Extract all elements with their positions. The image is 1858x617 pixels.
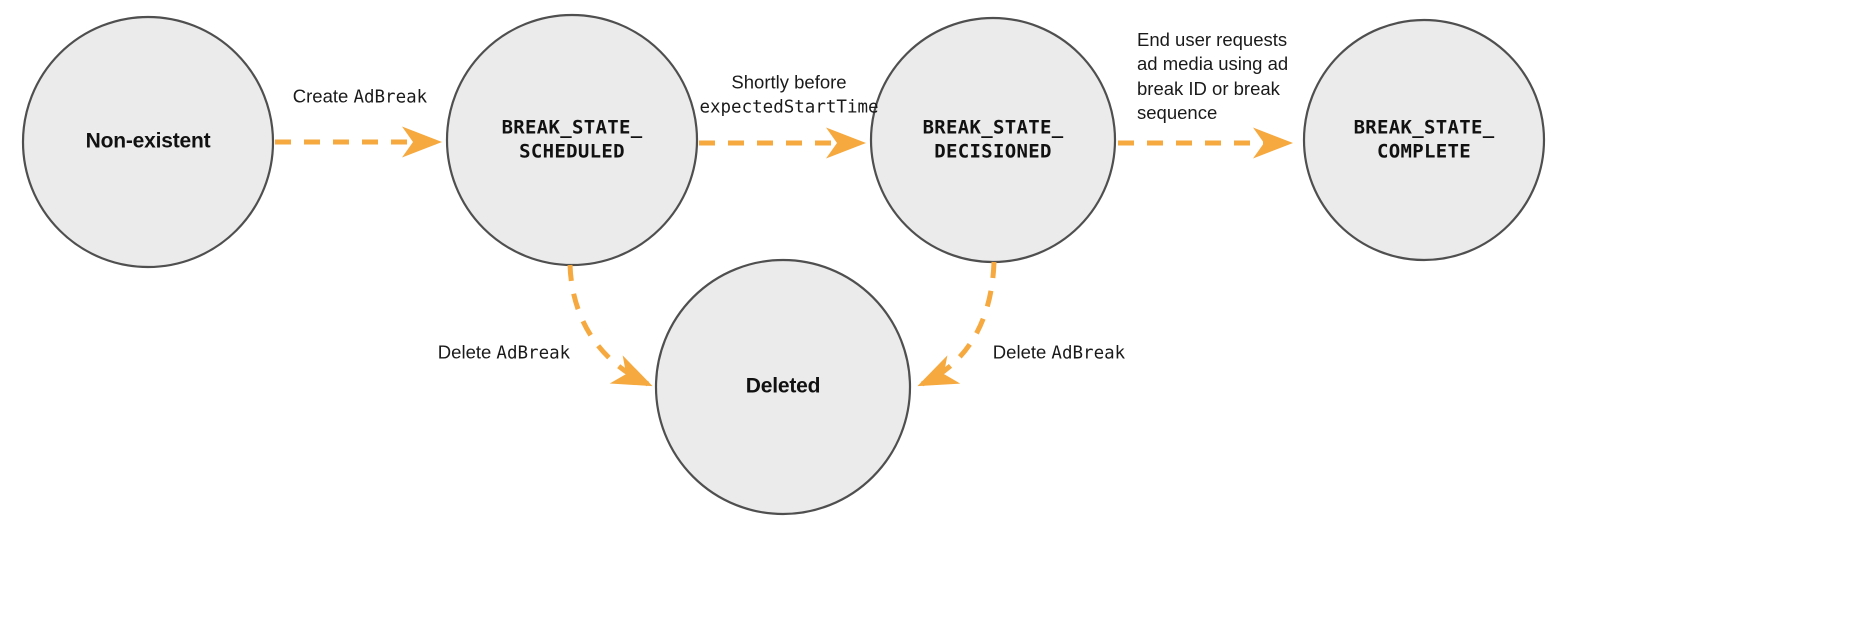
node-non-existent[interactable] — [21, 15, 275, 269]
edge-delete-adbreak-from-decisioned — [917, 261, 997, 387]
node-break-state-decisioned[interactable] — [869, 16, 1117, 264]
node-break-state-complete[interactable] — [1302, 18, 1546, 262]
edge-delete-adbreak-from-scheduled — [567, 264, 653, 387]
node-deleted[interactable] — [654, 258, 912, 516]
node-break-state-scheduled[interactable] — [445, 13, 699, 267]
